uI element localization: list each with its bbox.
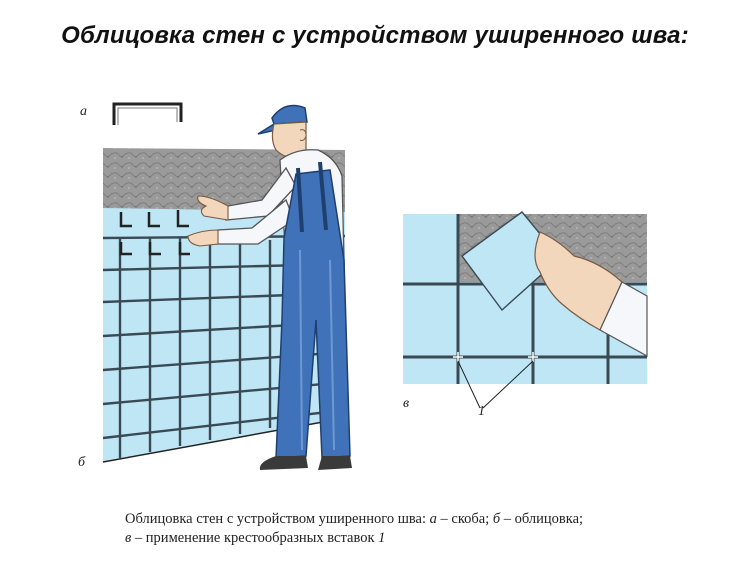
caption-intro: Облицовка стен с устройством уширенного … [125, 511, 427, 527]
cross-insert-panel [403, 211, 648, 409]
caption-number: 1 [378, 530, 386, 546]
caption-line-1: Облицовка стен с устройством уширенного … [125, 510, 685, 529]
clamp-icon [112, 102, 183, 125]
caption-a-letter: а [429, 511, 437, 527]
caption-v-letter: в [125, 530, 132, 546]
label-a: а [80, 104, 87, 119]
page-title: Облицовка стен с устройством уширенного … [61, 22, 689, 49]
caption-v-text: – применение крестообразных вставок [134, 530, 375, 546]
figure-caption: Облицовка стен с устройством уширенного … [125, 510, 685, 548]
caption-b-letter: б [492, 511, 501, 527]
marker-1: 1 [478, 404, 485, 419]
caption-a-text: – скоба; [440, 511, 490, 527]
caption-line-2: в – применение крестообразных вставок 1 [125, 529, 685, 548]
worker-figure [187, 104, 352, 470]
label-v: в [403, 396, 410, 411]
label-b: б [78, 455, 86, 470]
caption-b-text: – облицовка; [503, 511, 584, 527]
